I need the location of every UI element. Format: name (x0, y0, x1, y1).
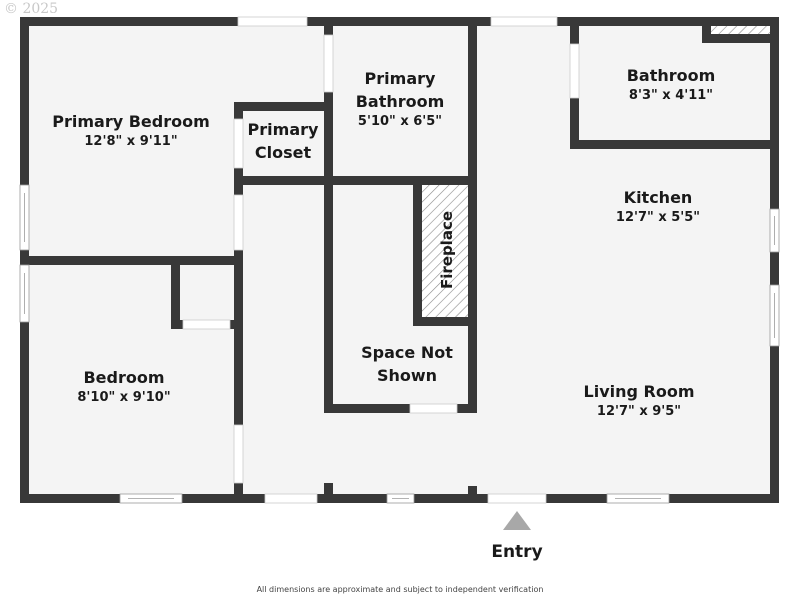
room-dimensions: 12'7" x 5'5" (615, 210, 701, 225)
room-dimensions: 5'10" x 6'5" (357, 114, 443, 129)
entry-label: Entry (491, 542, 543, 562)
room-name: Primary Bedroom (52, 112, 210, 131)
walls (20, 17, 779, 503)
room-dimensions: 12'7" x 9'5" (596, 404, 682, 419)
room-name: Bathroom (626, 66, 716, 85)
room-name: Kitchen (623, 188, 693, 207)
room-name: Space Not Shown (361, 343, 453, 385)
fireplace-hatch (422, 185, 468, 317)
room-primary-bathroom: Primary Bathroom 5'10" x 6'5" (356, 67, 445, 130)
room-bathroom: Bathroom 8'3" x 4'11" (627, 64, 716, 104)
room-dimensions: 8'3" x 4'11" (628, 88, 714, 103)
doorways (182, 16, 580, 504)
room-kitchen: Kitchen 12'7" x 5'5" (616, 186, 700, 226)
entry-arrow-icon (503, 511, 531, 530)
room-dimensions: 8'10" x 9'10" (77, 390, 171, 405)
room-name: Primary Bathroom (355, 69, 445, 111)
room-primary-bedroom: Primary Bedroom 12'8" x 9'11" (52, 110, 210, 150)
room-space-not-shown: Space Not Shown (361, 341, 453, 387)
bathroom-shelf-hatch (711, 26, 770, 34)
room-name: Primary Closet (247, 120, 319, 162)
room-living-room: Living Room 12'7" x 9'5" (584, 380, 695, 420)
disclaimer-footer: All dimensions are approximate and subje… (256, 585, 544, 594)
room-dimensions: 12'8" x 9'11" (84, 134, 178, 149)
room-primary-closet: Primary Closet (248, 118, 319, 164)
copyright-notice: © 2025 (4, 1, 59, 17)
room-name: Living Room (583, 382, 695, 401)
room-bedroom: Bedroom 8'10" x 9'10" (77, 366, 170, 406)
room-name: Bedroom (83, 368, 165, 387)
fireplace-label: Fireplace (438, 210, 456, 290)
windows (19, 184, 780, 504)
